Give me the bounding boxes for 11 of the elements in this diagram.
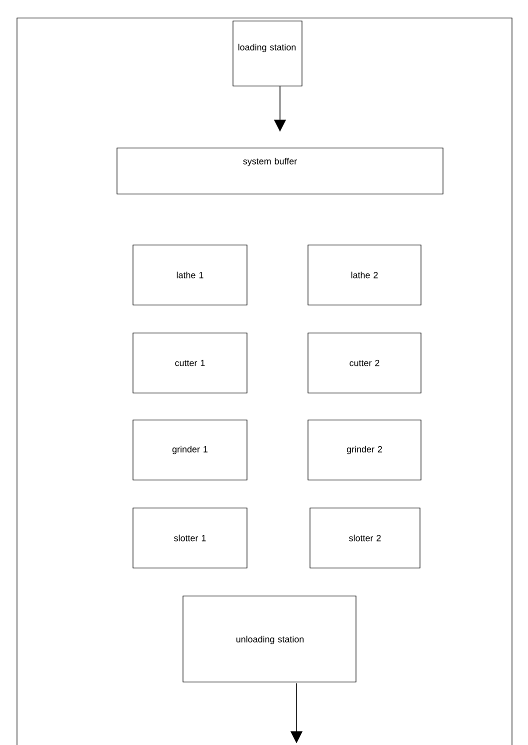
station-box: grinder 1 (132, 420, 248, 480)
station-box: slotter 2 (310, 508, 420, 568)
station-box: loading station (232, 20, 302, 86)
station-box: cutter 1 (132, 332, 248, 394)
station-box: unloading station (182, 596, 356, 682)
station-box: system buffer (116, 148, 444, 194)
station-box: lathe 1 (132, 244, 248, 306)
station-box: lathe 2 (308, 244, 422, 306)
station-box: grinder 2 (308, 420, 422, 480)
station-box: slotter 1 (132, 508, 248, 568)
station-box: cutter 2 (308, 332, 422, 394)
